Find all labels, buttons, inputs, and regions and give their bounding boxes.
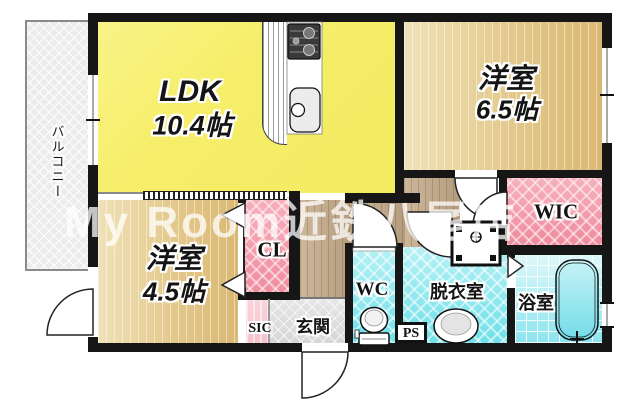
ldk-size-label: 10.4帖 bbox=[152, 110, 232, 141]
wall-ldk-bedroom1 bbox=[395, 13, 404, 203]
hallway bbox=[300, 200, 353, 299]
entrance-area bbox=[268, 299, 345, 343]
bedroom2-size-label: 4.5帖 bbox=[142, 276, 206, 307]
wall-wc-left bbox=[345, 243, 353, 343]
balcony-area bbox=[25, 20, 93, 271]
sic-label: SIC bbox=[248, 321, 272, 336]
kitchen-counter bbox=[262, 22, 287, 145]
bedroom2-exterior-door-icon bbox=[46, 288, 94, 336]
bath-label: 浴室 bbox=[518, 293, 554, 313]
wall-wic-bottom bbox=[499, 245, 612, 255]
wc-door-icon bbox=[352, 202, 398, 252]
sliding-partition bbox=[143, 191, 287, 200]
toilet-icon bbox=[354, 306, 390, 346]
bedroom1-label: 洋室 bbox=[477, 63, 535, 94]
cl-label: CL bbox=[257, 237, 287, 262]
wall-ldk-hall bbox=[345, 193, 420, 203]
stove-icon bbox=[287, 23, 321, 60]
ldk-label: LDK bbox=[159, 75, 221, 108]
kitchen-unit bbox=[286, 21, 323, 135]
shoe-closet-sic bbox=[246, 299, 268, 343]
washing-machine-icon bbox=[450, 220, 502, 267]
watermark-text: My Room近鉄八尾店 bbox=[64, 198, 518, 247]
entrance-door-icon bbox=[301, 351, 349, 399]
sic-divider-line bbox=[268, 299, 270, 343]
wic-room bbox=[507, 178, 602, 245]
wall-left bbox=[88, 13, 98, 352]
wc-label: WC bbox=[355, 279, 389, 300]
bath-folding-door-icon bbox=[507, 253, 525, 279]
bedroom1-size-label: 6.5帖 bbox=[475, 94, 539, 125]
bedroom1-room bbox=[404, 22, 602, 170]
door-gap-bedroom1 bbox=[455, 170, 497, 178]
closet-cl bbox=[245, 197, 293, 298]
balcony-label: バルコニー bbox=[49, 124, 65, 200]
wic-label: WIC bbox=[533, 199, 579, 224]
entrance-label: 玄関 bbox=[296, 317, 330, 337]
wall-wc-right bbox=[395, 243, 403, 322]
wall-cl-bottom bbox=[238, 292, 300, 300]
bedroom2-room bbox=[98, 200, 238, 343]
pipe-space-box bbox=[395, 322, 427, 343]
wall-bedroom1-bottom bbox=[404, 170, 612, 178]
ldk-room bbox=[98, 22, 395, 193]
dressing-label: 脱衣室 bbox=[430, 282, 484, 302]
room-boundary-line bbox=[98, 192, 143, 194]
entrance-step-line bbox=[300, 297, 345, 299]
wall-right bbox=[602, 13, 612, 352]
dressing-door-icon bbox=[406, 211, 453, 258]
wall-bottom bbox=[88, 343, 612, 352]
kitchen-sink-icon bbox=[289, 87, 321, 133]
wall-top bbox=[88, 13, 612, 22]
wall-cl-hall bbox=[289, 191, 300, 300]
bedroom2-label: 洋室 bbox=[145, 243, 203, 274]
window-tick-marks bbox=[86, 94, 614, 328]
bathtub-icon bbox=[555, 259, 599, 345]
door-gap-entrance bbox=[302, 343, 348, 352]
wall-bath-left bbox=[507, 255, 515, 343]
ps-label: PS bbox=[402, 326, 420, 341]
cl-folding-door-icon bbox=[220, 201, 246, 299]
wall-cl-left-line bbox=[243, 197, 245, 298]
washbasin-icon bbox=[433, 308, 479, 344]
